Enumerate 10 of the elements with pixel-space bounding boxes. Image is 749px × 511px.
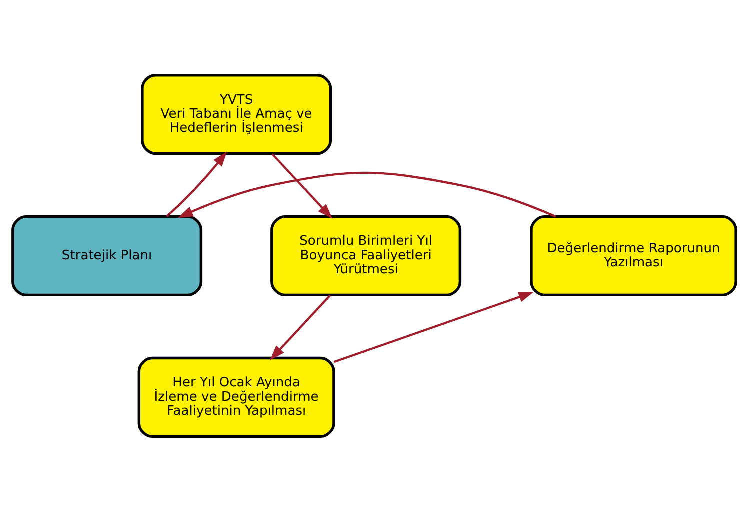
arrow <box>334 292 534 363</box>
arrow <box>270 294 332 360</box>
arrow <box>272 152 333 219</box>
node-box: Stratejik Planı <box>12 214 203 296</box>
node-box: Değerlendirme Raporunun Yazılması <box>530 214 738 296</box>
node-box: Sorumlu Birimleri Yıl Boyunca Faaliyetleri Yürütmesi <box>270 214 462 296</box>
node-box: Her Yıl Ocak Ayında İzleme ve Değerlendirme Faaliyetinin Yapılması <box>138 356 336 438</box>
arrow <box>166 150 228 217</box>
arrow <box>178 171 556 218</box>
node-box: YVTS Veri Tabanı İle Amaç ve Hedeflerin İşlenmesi <box>141 74 332 155</box>
